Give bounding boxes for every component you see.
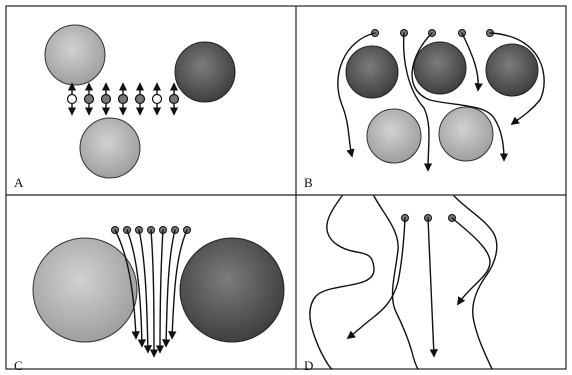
particle-light: [367, 109, 421, 163]
flow-path: [449, 215, 491, 305]
flow-path: [160, 227, 167, 353]
panel-label-d: D: [304, 358, 313, 373]
pore-wall-center: [374, 196, 418, 369]
ion-arrow: [68, 84, 77, 114]
ion-arrow: [136, 84, 145, 114]
ion-arrow: [153, 84, 162, 114]
panel-label-c: C: [14, 358, 23, 373]
particle-dark: [175, 42, 235, 102]
particle-light: [80, 118, 140, 178]
ion-arrow: [170, 84, 179, 114]
panel-a: A: [14, 25, 235, 190]
particle-dark: [486, 44, 538, 96]
pore-wall-left: [310, 196, 374, 369]
ion-arrows-row: [68, 84, 179, 114]
ion-arrow: [119, 84, 128, 114]
particle-dark: [346, 46, 398, 98]
panel-label-b: B: [304, 175, 313, 190]
particle-light: [439, 107, 493, 161]
ion-arrow: [102, 84, 111, 114]
flow-path: [425, 215, 435, 357]
particle-dark: [414, 42, 466, 94]
panel-label-a: A: [14, 175, 24, 190]
ion-arrow: [85, 84, 94, 114]
particle-light: [45, 25, 105, 85]
flow-path: [148, 227, 155, 357]
particle-light: [33, 238, 137, 342]
panel-d: D: [304, 196, 497, 373]
pore-wall-right: [454, 196, 497, 369]
panel-c: C: [14, 227, 284, 374]
panel-b: B: [304, 30, 544, 191]
particle-dark: [180, 238, 284, 342]
